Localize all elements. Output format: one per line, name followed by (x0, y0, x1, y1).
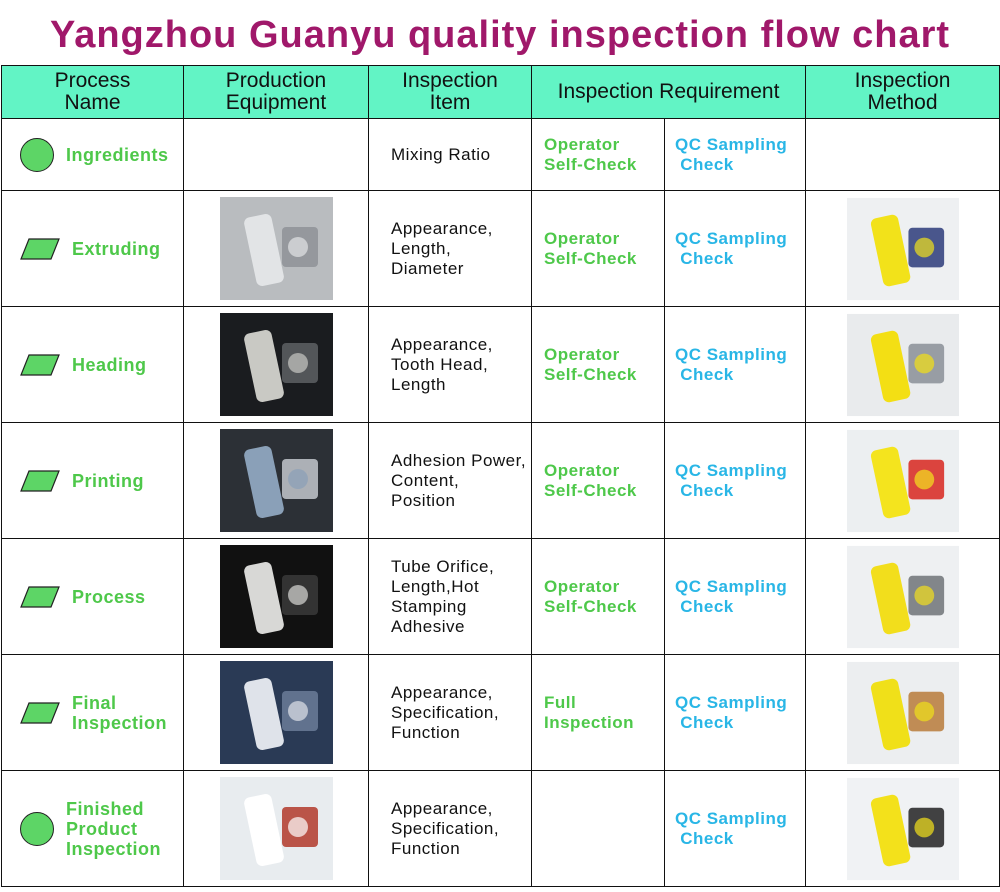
table-row: Extruding Appearance, Length, Diameter O… (1, 190, 1000, 307)
finished-product-photo (219, 777, 333, 880)
item-cell: Mixing Ratio (368, 118, 532, 191)
operator-check-cell: Operator Self-Check (531, 306, 665, 423)
method-cell (805, 422, 1000, 539)
header-production-equipment: Production Equipment (183, 65, 369, 119)
equipment-cell (183, 770, 369, 887)
process-name: Process (72, 586, 146, 607)
header-inspection-requirement: Inspection Requirement (530, 65, 807, 119)
table-row: Finished Product Inspection Appearance, … (1, 770, 1000, 887)
table-row: Heading Appearance, Tooth Head, Length O… (1, 306, 1000, 423)
method-cell (805, 190, 1000, 307)
qc-check-cell: QC Sampling Check (663, 654, 807, 771)
tape-test-photo (846, 429, 959, 532)
dial-gauge-photo (846, 545, 959, 648)
method-cell (805, 770, 1000, 887)
item-cell: Appearance, Length, Diameter (368, 190, 532, 307)
caliper-photo (846, 313, 959, 416)
process-name: Extruding (72, 238, 161, 259)
micrometer-photo (846, 197, 959, 300)
item-cell: Appearance, Specification, Function (368, 770, 532, 887)
operator-check-cell: Operator Self-Check (531, 118, 665, 191)
item-cell: Appearance, Tooth Head, Length (368, 306, 532, 423)
capping-machine-photo (219, 545, 333, 648)
inspection-table: Process Name Production Equipment Inspec… (1, 65, 1000, 887)
process-name: Printing (72, 470, 144, 491)
terminal-circle-icon (20, 137, 54, 172)
equipment-cell (183, 654, 369, 771)
process-cell: Heading (1, 306, 184, 423)
qc-check-cell: QC Sampling Check (663, 306, 807, 423)
process-cell: Final Inspection (1, 654, 184, 771)
method-cell (805, 306, 1000, 423)
table-row: Process Tube Orifice, Length,Hot Stampin… (1, 538, 1000, 655)
qc-check-cell: QC Sampling Check (663, 770, 807, 887)
qc-check-cell: QC Sampling Check (663, 190, 807, 307)
process-name: Heading (72, 354, 147, 375)
table-row: Ingredients Mixing Ratio Operator Self-C… (1, 118, 1000, 191)
method-cell (805, 118, 1000, 191)
method-cell (805, 654, 1000, 771)
header-process-name: Process Name (1, 65, 184, 119)
equipment-cell (183, 118, 369, 191)
method-cell (805, 538, 1000, 655)
process-parallelogram-icon (20, 469, 60, 492)
operator-check-cell: Full Inspection (531, 654, 665, 771)
terminal-circle-icon (20, 811, 54, 846)
process-cell: Ingredients (1, 118, 184, 191)
scale-photo (846, 777, 959, 880)
ruler-photo (846, 661, 959, 764)
heading-machine-photo (219, 313, 333, 416)
equipment-cell (183, 190, 369, 307)
header-inspection-item: Inspection Item (368, 65, 532, 119)
process-parallelogram-icon (20, 353, 60, 376)
final-inspection-photo (219, 661, 333, 764)
qc-check-cell: QC Sampling Check (663, 118, 807, 191)
process-name: Finished Product Inspection (66, 798, 162, 859)
process-parallelogram-icon (20, 237, 60, 260)
item-cell: Tube Orifice, Length,Hot Stamping Adhesi… (368, 538, 532, 655)
qc-check-cell: QC Sampling Check (663, 538, 807, 655)
header-inspection-method: Inspection Method (805, 65, 1000, 119)
operator-check-cell: Operator Self-Check (531, 422, 665, 539)
chart-title: Yangzhou Guanyu quality inspection flow … (49, 14, 951, 56)
item-cell: Adhesion Power, Content, Position (368, 422, 532, 539)
process-name: Final Inspection (72, 692, 168, 733)
table-row: Final Inspection Appearance, Specificati… (1, 654, 1000, 771)
printing-machine-photo (219, 429, 333, 532)
table-row: Printing Adhesion Power, Content, Positi… (1, 422, 1000, 539)
item-cell: Appearance, Specification, Function (368, 654, 532, 771)
equipment-cell (183, 538, 369, 655)
operator-check-cell: Operator Self-Check (531, 190, 665, 307)
process-parallelogram-icon (20, 701, 60, 724)
process-cell: Process (1, 538, 184, 655)
qc-check-cell: QC Sampling Check (663, 422, 807, 539)
process-cell: Extruding (1, 190, 184, 307)
process-name: Ingredients (66, 144, 169, 165)
operator-check-cell (531, 770, 665, 887)
operator-check-cell: Operator Self-Check (531, 538, 665, 655)
process-parallelogram-icon (20, 585, 60, 608)
header-row: Process Name Production Equipment Inspec… (1, 65, 1000, 119)
process-cell: Finished Product Inspection (1, 770, 184, 887)
equipment-cell (183, 422, 369, 539)
extruded-tubes-photo (219, 197, 333, 300)
process-cell: Printing (1, 422, 184, 539)
equipment-cell (183, 306, 369, 423)
